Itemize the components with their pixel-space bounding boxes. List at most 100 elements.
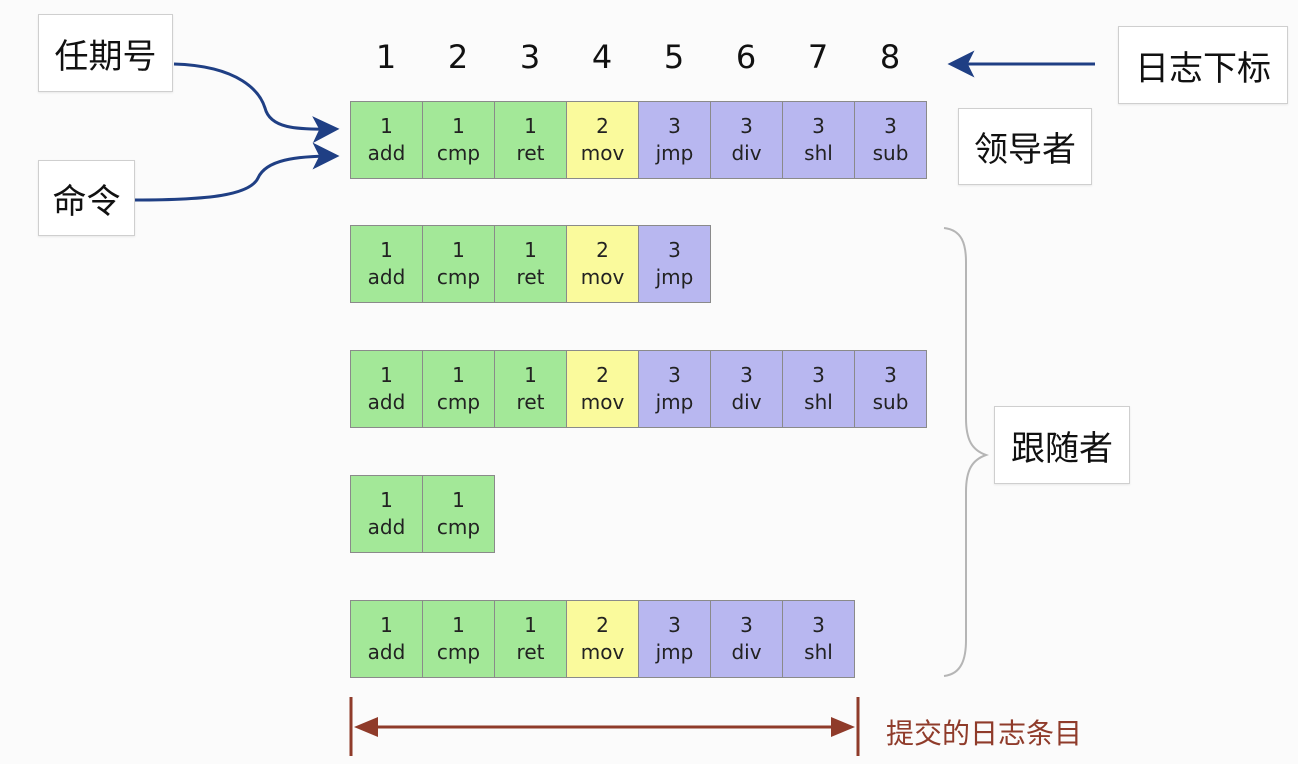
leader-entry-7: 3 shl <box>782 101 855 179</box>
entry-command: cmp <box>436 515 481 539</box>
leader-entry-8: 3 sub <box>854 101 927 179</box>
entry-term: 1 <box>524 238 537 262</box>
follower-4-entry-5: 3 jmp <box>638 600 711 678</box>
entry-term: 3 <box>740 613 753 637</box>
entry-term: 1 <box>380 613 393 637</box>
entry-term: 3 <box>740 363 753 387</box>
entry-command: jmp <box>655 141 694 165</box>
follower-4-entry-3: 1 ret <box>494 600 567 678</box>
entry-command: shl <box>804 141 833 165</box>
entry-command: cmp <box>436 141 481 165</box>
entry-command: cmp <box>436 390 481 414</box>
entry-command: add <box>367 265 406 289</box>
entry-command: jmp <box>655 640 694 664</box>
follower-2-entry-1: 1 add <box>350 350 423 428</box>
log-index-8: 8 <box>879 38 901 76</box>
entry-command: div <box>731 390 762 414</box>
entry-term: 3 <box>668 238 681 262</box>
entry-command: shl <box>804 640 833 664</box>
entry-term: 2 <box>596 613 609 637</box>
entry-command: ret <box>516 640 545 664</box>
follower-2-entry-6: 3 div <box>710 350 783 428</box>
follower-2-entry-2: 1 cmp <box>422 350 495 428</box>
entry-term: 1 <box>452 613 465 637</box>
entry-command: ret <box>516 141 545 165</box>
follower-log-4: 1 add 1 cmp 1 ret 2 mov 3 jmp 3 div 3 shl <box>350 600 855 678</box>
entry-term: 2 <box>596 114 609 138</box>
entry-term: 2 <box>596 238 609 262</box>
entry-command: cmp <box>436 640 481 664</box>
entry-command: add <box>367 390 406 414</box>
entry-command: add <box>367 515 406 539</box>
log-index-2: 2 <box>447 38 469 76</box>
term-arrow <box>173 62 340 144</box>
command-arrow <box>134 142 340 202</box>
log-index-5: 5 <box>663 38 685 76</box>
entry-command: mov <box>580 640 625 664</box>
entry-term: 1 <box>380 114 393 138</box>
leader-entry-3: 1 ret <box>494 101 567 179</box>
entry-term: 3 <box>668 114 681 138</box>
followers-label: 跟随者 <box>994 406 1130 484</box>
followers-brace <box>943 227 989 677</box>
committed-entries-label: 提交的日志条目 <box>886 717 1083 750</box>
entry-term: 1 <box>380 238 393 262</box>
entry-command: add <box>367 640 406 664</box>
entry-term: 1 <box>452 363 465 387</box>
leader-entry-2: 1 cmp <box>422 101 495 179</box>
entry-command: sub <box>872 141 909 165</box>
entry-term: 1 <box>380 488 393 512</box>
follower-4-entry-7: 3 shl <box>782 600 855 678</box>
leader-label: 领导者 <box>958 108 1092 185</box>
entry-term: 1 <box>524 613 537 637</box>
follower-3-entry-2: 1 cmp <box>422 475 495 553</box>
entry-term: 3 <box>884 114 897 138</box>
entry-term: 3 <box>812 363 825 387</box>
log-index-label: 日志下标 <box>1118 26 1288 104</box>
entry-term: 3 <box>740 114 753 138</box>
entry-term: 1 <box>452 488 465 512</box>
entry-term: 3 <box>812 613 825 637</box>
entry-command: jmp <box>655 390 694 414</box>
entry-command: jmp <box>655 265 694 289</box>
entry-term: 1 <box>380 363 393 387</box>
follower-4-entry-2: 1 cmp <box>422 600 495 678</box>
follower-2-entry-3: 1 ret <box>494 350 567 428</box>
entry-command: mov <box>580 265 625 289</box>
log-index-6: 6 <box>735 38 757 76</box>
entry-term: 3 <box>884 363 897 387</box>
follower-1-entry-1: 1 add <box>350 225 423 303</box>
follower-log-3: 1 add 1 cmp <box>350 475 495 553</box>
log-index-7: 7 <box>807 38 829 76</box>
entry-term: 1 <box>452 114 465 138</box>
entry-command: div <box>731 640 762 664</box>
follower-4-entry-1: 1 add <box>350 600 423 678</box>
entry-term: 3 <box>812 114 825 138</box>
entry-term: 1 <box>524 114 537 138</box>
entry-command: ret <box>516 390 545 414</box>
entry-term: 3 <box>668 613 681 637</box>
command-label: 命令 <box>38 160 135 236</box>
follower-3-entry-1: 1 add <box>350 475 423 553</box>
leader-entry-5: 3 jmp <box>638 101 711 179</box>
entry-command: cmp <box>436 265 481 289</box>
entry-term: 2 <box>596 363 609 387</box>
term-label: 任期号 <box>38 14 173 92</box>
log-index-1: 1 <box>375 38 397 76</box>
entry-command: ret <box>516 265 545 289</box>
leader-entry-1: 1 add <box>350 101 423 179</box>
entry-term: 1 <box>524 363 537 387</box>
log-index-4: 4 <box>591 38 613 76</box>
follower-1-entry-5: 3 jmp <box>638 225 711 303</box>
entry-command: shl <box>804 390 833 414</box>
entry-command: add <box>367 141 406 165</box>
